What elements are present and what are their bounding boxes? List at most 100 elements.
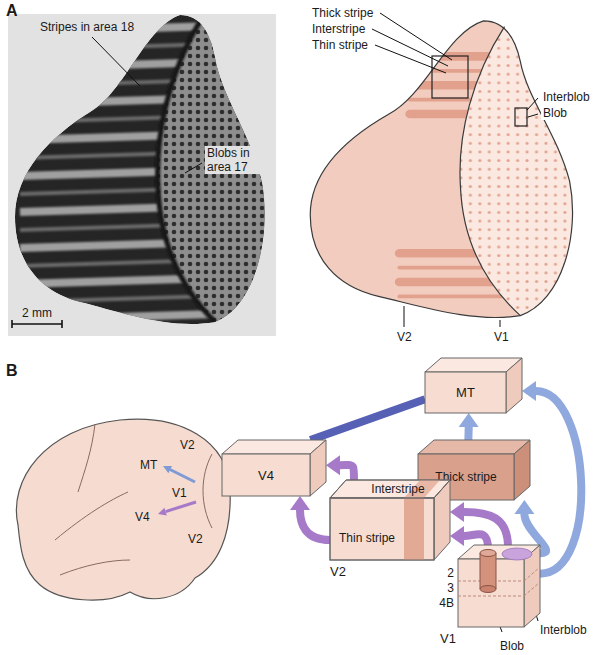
leader-line (185, 163, 202, 173)
box-top (418, 440, 530, 454)
part-label: MT (140, 458, 157, 472)
brain-outline (16, 419, 230, 600)
part-label: Blobs in area 17 (205, 146, 267, 174)
box-top (425, 358, 522, 372)
part-label: V1 (494, 330, 509, 344)
interblob-ellipse (502, 548, 532, 560)
leader-line (527, 98, 538, 110)
pathway-arrow (166, 502, 196, 512)
box-front-edge (330, 498, 434, 560)
part-label: Thick stripe (312, 6, 373, 20)
area-box: MT (425, 358, 522, 413)
node-text: V4 (258, 468, 274, 483)
part-label: 2 (447, 566, 454, 580)
arrowhead (326, 455, 340, 475)
arrowhead (522, 381, 536, 401)
text-frame: V1 (440, 629, 456, 647)
thin-stripe-region: Thin stripe (330, 520, 450, 560)
sulcus (55, 492, 128, 540)
pathway-band (536, 391, 581, 574)
box-top-edge (330, 480, 450, 498)
connector (310, 399, 425, 440)
part-label: V2 (180, 438, 195, 452)
panel-letter: B (6, 362, 18, 380)
v1-cube: V1BlobInterblob (458, 545, 540, 627)
box-side (310, 440, 326, 496)
part-label: Interblob (541, 90, 592, 104)
blob-cylinder: Blob (480, 549, 496, 593)
inset-frame (515, 108, 527, 126)
part-label: 3 (447, 581, 454, 595)
connector (459, 413, 479, 440)
cylinder-base (480, 586, 496, 593)
arrowhead (158, 508, 167, 516)
connector (326, 455, 354, 480)
inset-frame (432, 56, 468, 98)
box-front (330, 498, 434, 560)
layer-line (458, 596, 524, 597)
arrowhead (290, 496, 310, 510)
text-frame: Interblob (540, 620, 587, 638)
leader-line (380, 13, 452, 60)
part-label: V4 (135, 510, 150, 524)
arrowhead (450, 502, 464, 522)
box-top (330, 480, 450, 498)
part-label: V1 (172, 486, 187, 500)
part-label: 2 mm (22, 306, 52, 320)
cylinder-side (480, 553, 481, 589)
area-box: V4 (222, 440, 326, 496)
arrowhead (163, 466, 172, 473)
leader-line (372, 29, 448, 66)
cylinder-top (480, 550, 496, 557)
arrowhead (514, 500, 534, 514)
v1-v2-border (460, 27, 520, 316)
box-top (458, 545, 540, 559)
interblob-patch: Interblob (502, 547, 532, 561)
node-text: Interblob (540, 623, 587, 637)
interstripe-region: Interstripe (330, 480, 450, 520)
thin-stripe-band (404, 498, 424, 560)
part-label: Blob (541, 106, 569, 120)
tick-line (404, 306, 405, 327)
node-text: Blob (500, 639, 524, 653)
scale-bar (12, 320, 62, 328)
scale-tick (11, 320, 13, 328)
cylinder-shape (480, 549, 496, 593)
arrowhead (450, 526, 464, 546)
leader-line (92, 37, 140, 86)
node-text: Interstripe (371, 482, 424, 496)
text-frame: Thin stripe (330, 520, 404, 556)
cylinder-side (496, 553, 497, 589)
sulcus (203, 454, 212, 528)
layer-line (524, 582, 540, 596)
text-frame: MT (425, 372, 506, 413)
sulcus (78, 424, 95, 492)
cortex-drawing (310, 21, 572, 318)
layer-line (524, 567, 540, 581)
node-text: Thin stripe (339, 531, 395, 545)
part-label: Stripes in area 18 (40, 20, 134, 34)
box-side (506, 358, 522, 413)
photo-ground (8, 14, 276, 336)
text-frame: V2 (330, 562, 346, 580)
cylinder-body (480, 553, 496, 589)
box-side (514, 440, 530, 500)
pathway-arrow (170, 470, 195, 483)
pathway-band (464, 427, 472, 440)
tick-line (500, 320, 501, 327)
arrowhead (459, 413, 479, 427)
node-text: V1 (440, 631, 456, 646)
pathway-band (300, 510, 330, 540)
box-outline (222, 440, 326, 496)
text-frame: Blob (500, 636, 524, 654)
area-box: V2InterstripeThin stripe (330, 480, 450, 560)
leader-line (528, 114, 538, 117)
connector (450, 502, 508, 547)
text-frame: Interstripe (346, 482, 450, 496)
box-side (434, 480, 450, 560)
box-front (222, 454, 310, 496)
part-label: V2 (397, 330, 412, 344)
pathway-band (464, 512, 508, 547)
leader-line (375, 45, 446, 73)
